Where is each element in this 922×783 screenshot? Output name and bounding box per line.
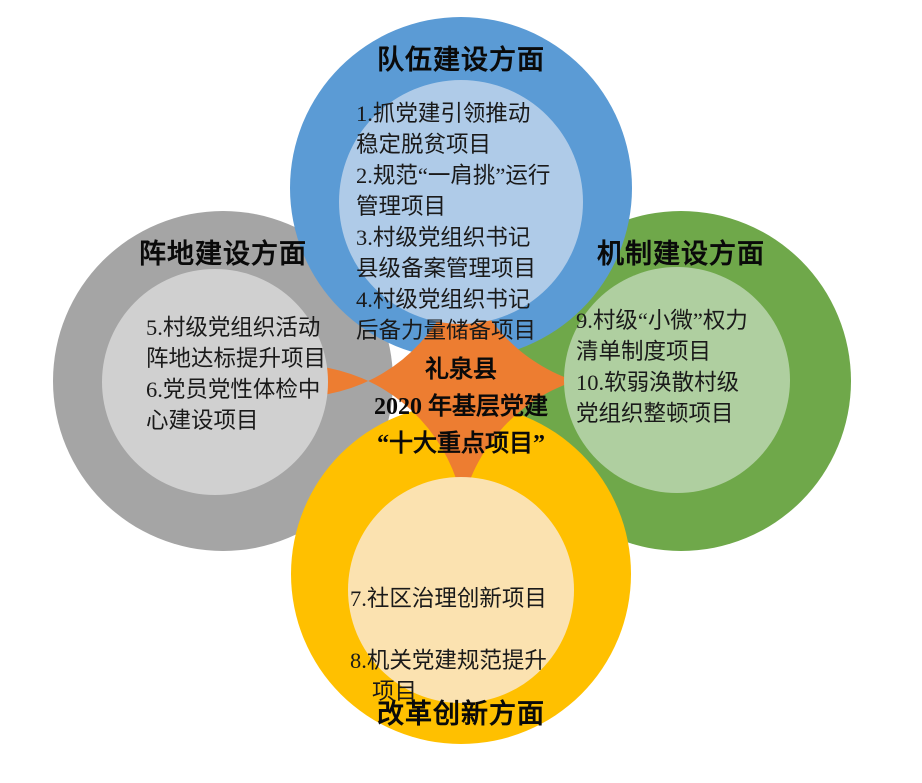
petal-inner-circle-position (102, 269, 328, 495)
petal-items-position: 5.村级党组织活动 阵地达标提升项目 6.党员党性体检中 心建设项目 (146, 315, 327, 433)
petal-items-team: 1.抓党建引领推动 稳定脱贫项目 2.规范“一肩挑”运行 管理项目 3.村级党组… (356, 101, 551, 343)
petal-item-8-cont: 项目 (372, 679, 418, 704)
petal-title-mechanism: 机制建设方面 (597, 239, 765, 269)
petal-items-reform: 7.社区治理创新项目 8.机关党建规范提升 项目 (350, 552, 576, 738)
center-label: 礼泉县 2020 年基层党建 “十大重点项目” (374, 357, 548, 457)
petal-item-8: 8.机关党建规范提升 (350, 648, 547, 673)
petal-title-reform: 改革创新方面 (377, 699, 545, 729)
petal-title-team: 队伍建设方面 (377, 45, 545, 75)
petal-item-7: 7.社区治理创新项目 (350, 586, 547, 611)
petal-inner-circle-mechanism (564, 267, 790, 493)
petal-items-mechanism: 9.村级“小微”权力 清单制度项目 10.软弱涣散村级 党组织整顿项目 (576, 308, 748, 426)
petal-title-position: 阵地建设方面 (139, 239, 307, 269)
petal-inner-circle-team (339, 80, 583, 324)
petal-inner-circle-reform (348, 477, 574, 703)
